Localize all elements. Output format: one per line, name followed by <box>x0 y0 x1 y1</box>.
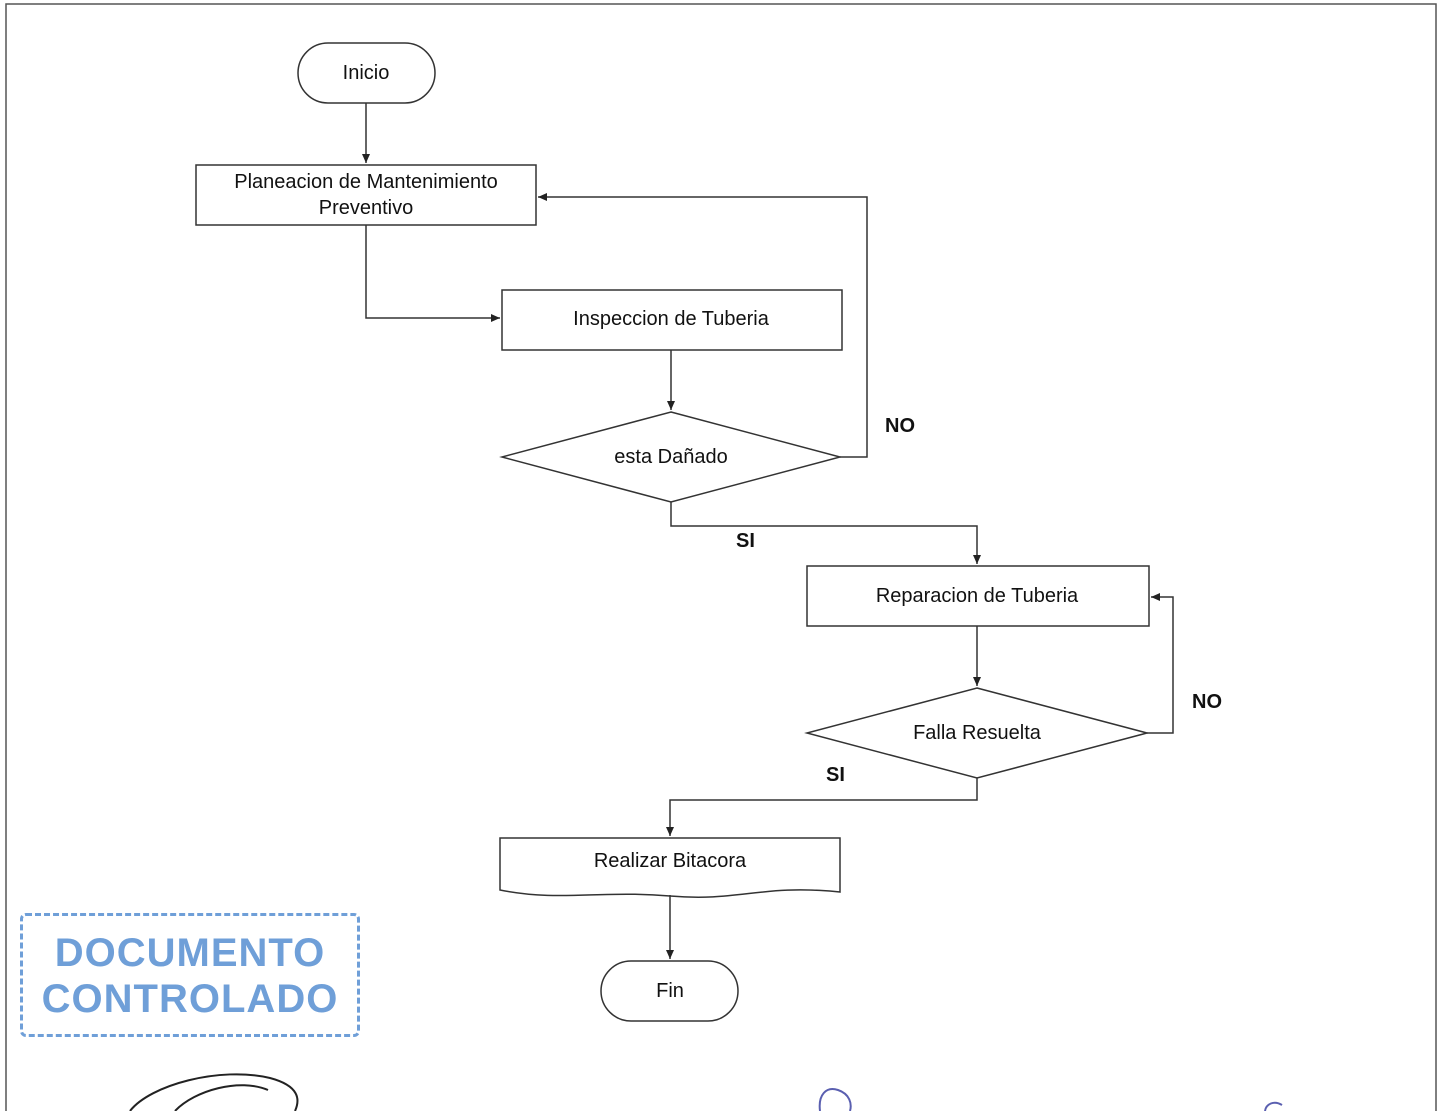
signature-loop <box>818 1088 852 1111</box>
documento-controlado-stamp: DOCUMENTO CONTROLADO <box>20 913 360 1037</box>
stamp-line1: DOCUMENTO <box>54 931 326 975</box>
inicio-label: Inicio <box>342 62 390 84</box>
planeacion-label-line1: Planeacion de Mantenimiento <box>234 171 498 193</box>
planeacion-process-box <box>195 164 537 226</box>
inspeccion-process-box <box>501 289 843 351</box>
reparacion-label: Reparacion de Tuberia <box>875 585 1079 607</box>
connector-planeacion-to-inspeccion <box>365 225 500 322</box>
connector-danado-no-loop <box>538 193 868 458</box>
falla-no-label: NO <box>1192 691 1222 713</box>
signature-scribble <box>129 1073 299 1111</box>
planeacion-label: Planeacion de Mantenimiento Preventivo <box>234 169 498 221</box>
connector-falla-si-to-bitacora <box>666 778 978 836</box>
inspeccion-label: Inspeccion de Tuberia <box>573 308 769 330</box>
signature-mark <box>1264 1101 1283 1111</box>
fin-label: Fin <box>656 980 684 1002</box>
falla-decision-label: Falla Resuelta <box>913 722 1041 744</box>
danado-no-label: NO <box>885 415 915 437</box>
stamp-line2: CONTROLADO <box>41 977 339 1021</box>
planeacion-label-line2: Preventivo <box>318 197 414 219</box>
bitacora-label: Realizar Bitacora <box>593 850 747 872</box>
end-terminator <box>600 960 739 1022</box>
connector-falla-no-loop <box>1147 593 1174 734</box>
falla-si-label: SI <box>826 764 845 786</box>
reparacion-process-box <box>806 565 1150 627</box>
danado-decision-label: esta Dañado <box>614 446 728 468</box>
connector-danado-si-to-reparacion <box>670 502 981 564</box>
danado-si-label: SI <box>736 530 755 552</box>
page-frame <box>5 3 1437 1111</box>
